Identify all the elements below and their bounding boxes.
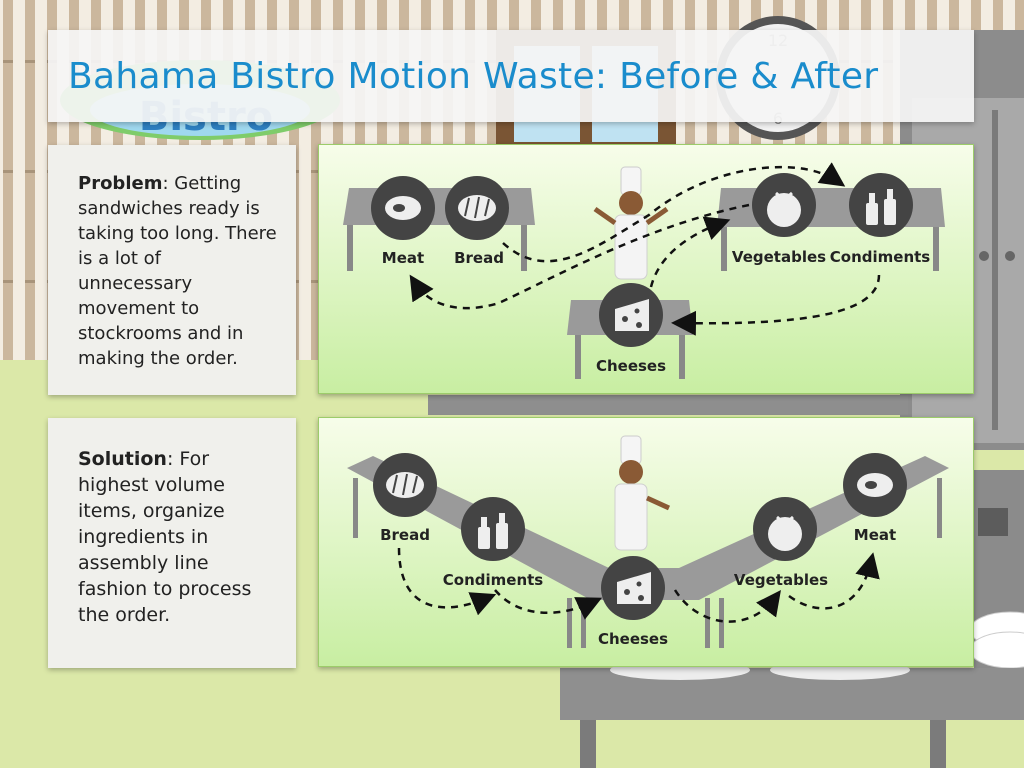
motion-arrows [409,162,881,336]
before-diagram-panel: Meat Bread Vegetables Condiments Cheeses [318,144,974,394]
label-condiments: Condiments [443,571,544,589]
title-bar: Bahama Bistro Motion Waste: Before & Aft… [48,30,974,122]
label-cheeses: Cheeses [598,630,668,648]
label-bread: Bread [454,249,504,267]
after-diagram: Bread Condiments Cheeses Vegetables Meat [347,435,949,648]
label-meat: Meat [854,526,896,544]
after-diagram-panel: Bread Condiments Cheeses Vegetables Meat [318,417,974,667]
cheeses-icon [599,283,663,347]
bread-icon [445,176,509,240]
label-meat: Meat [382,249,424,267]
problem-heading: Problem [78,173,163,194]
meat-icon [843,453,907,517]
problem-text: : Getting sandwiches ready is taking too… [78,173,277,369]
label-vegetables: Vegetables [732,248,826,266]
cheeses-icon [601,556,665,620]
solution-heading: Solution [78,448,167,470]
before-diagram: Meat Bread Vegetables Condiments Cheeses [343,162,945,379]
bread-icon [373,453,437,517]
chef-figure [593,166,669,280]
solution-card: Solution: For highest volume items, orga… [48,418,296,668]
condiments-icon [849,173,913,237]
vegetables-icon [752,173,816,237]
assembly-arrows [397,547,880,623]
page-title: Bahama Bistro Motion Waste: Before & Aft… [68,55,879,97]
label-vegetables: Vegetables [734,571,828,589]
solution-text: : For highest volume items, organize ing… [78,448,252,626]
vegetables-icon [753,497,817,561]
chef-figure [614,435,671,551]
label-bread: Bread [380,526,430,544]
meat-icon [371,176,435,240]
problem-card: Problem: Getting sandwiches ready is tak… [48,145,296,395]
condiments-icon [461,497,525,561]
label-condiments: Condiments [830,248,931,266]
label-cheeses: Cheeses [596,357,666,375]
